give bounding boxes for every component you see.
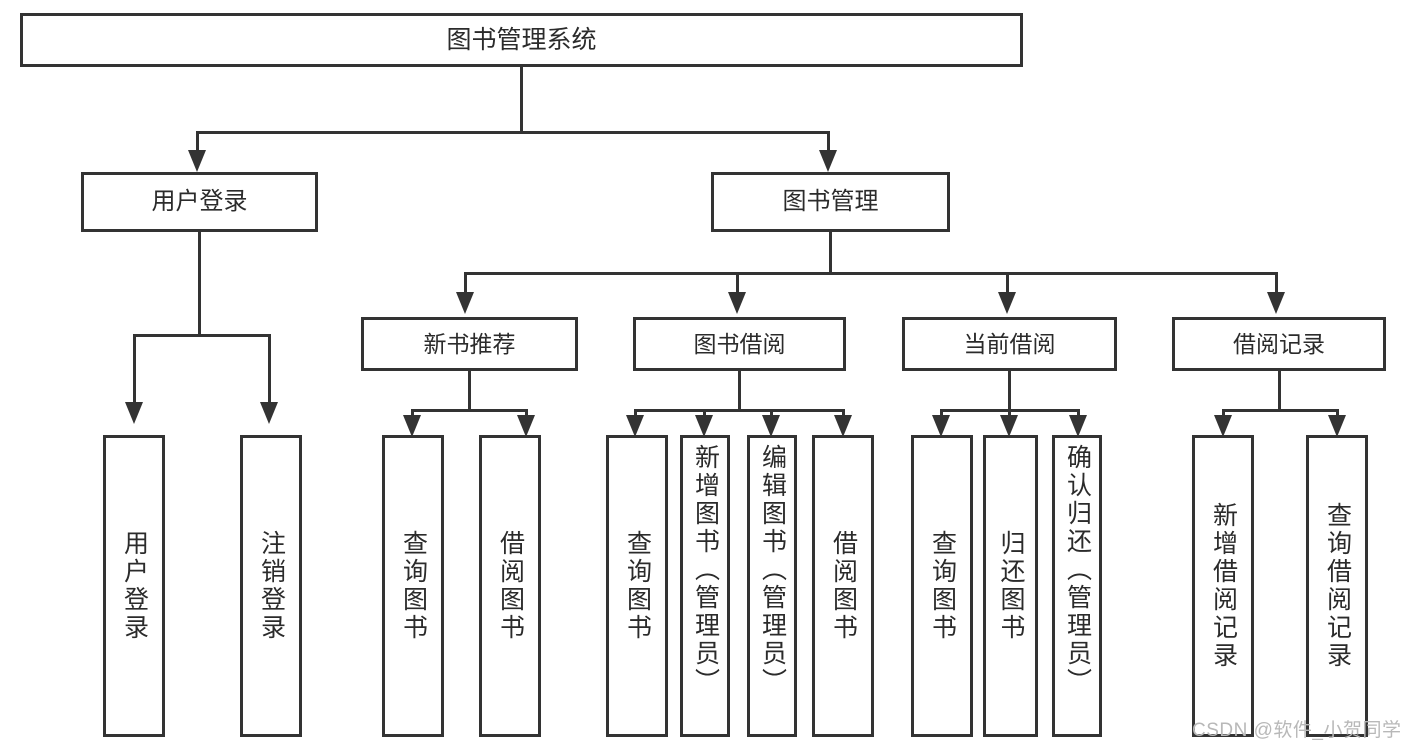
- arrow-to-user-login: [188, 150, 206, 172]
- node-label: 图书管理系统: [446, 25, 597, 54]
- connector-root-leg-left: [196, 131, 199, 154]
- connector-new-book-bar: [411, 409, 528, 412]
- node-label: 归还图书: [997, 530, 1025, 642]
- arrow-to-book-management: [819, 150, 837, 172]
- leaf-add-borrow-record[interactable]: 新增借阅记录: [1192, 435, 1254, 737]
- connector-root-bar: [196, 131, 830, 134]
- node-label: 新增借阅记录: [1209, 502, 1238, 670]
- leaf-query-borrow-record[interactable]: 查询借阅记录: [1306, 435, 1368, 737]
- arrow-to-current-borrow-leaf-1: [932, 415, 950, 437]
- arrow-to-current-borrow-leaf-2: [1000, 415, 1018, 437]
- connector-book-management-bar: [464, 272, 1278, 275]
- connector-user-login-leg-1: [133, 334, 136, 406]
- arrow-to-book-borrow-leaf-2: [695, 415, 713, 437]
- arrow-to-borrow-record: [1267, 292, 1285, 314]
- node-label: 图书借阅: [693, 330, 786, 357]
- arrow-to-new-book-leaf-2: [517, 415, 535, 437]
- connector-user-login-bar: [133, 334, 271, 337]
- connector-root-leg-right: [827, 131, 830, 154]
- leaf-borrow-book[interactable]: 借阅图书: [812, 435, 874, 737]
- leaf-user-login[interactable]: 用户登录: [103, 435, 165, 737]
- connector-book-borrow-trunk: [738, 371, 741, 409]
- arrow-to-book-borrow: [728, 292, 746, 314]
- node-label: 借阅图书: [829, 530, 858, 642]
- node-new-book-recommend[interactable]: 新书推荐: [361, 317, 578, 371]
- leaf-logout[interactable]: 注销登录: [240, 435, 302, 737]
- watermark-text: CSDN @软件_小贺同学: [1192, 720, 1402, 741]
- node-label: 借阅记录: [1233, 330, 1325, 357]
- node-label: 新增图书（管理员）: [691, 444, 720, 696]
- connector-current-borrow-trunk: [1008, 371, 1011, 409]
- arrow-to-book-borrow-leaf-1: [626, 415, 644, 437]
- node-label: 查询图书: [399, 530, 428, 642]
- connector-book-borrow-bar: [634, 409, 845, 412]
- arrow-to-book-borrow-leaf-4: [834, 415, 852, 437]
- node-label: 当前借阅: [963, 330, 1056, 357]
- leaf-borrow-book-new[interactable]: 借阅图书: [479, 435, 541, 737]
- arrow-to-user-login-leaf: [125, 402, 143, 424]
- node-book-management-system[interactable]: 图书管理系统: [20, 13, 1023, 67]
- leaf-confirm-return-admin[interactable]: 确认归还（管理员）: [1052, 435, 1102, 737]
- leaf-edit-book-admin[interactable]: 编辑图书（管理员）: [747, 435, 797, 737]
- arrow-to-current-borrow-leaf-3: [1069, 415, 1087, 437]
- node-label: 图书管理: [782, 188, 879, 215]
- node-book-borrow[interactable]: 图书借阅: [633, 317, 846, 371]
- arrow-to-book-borrow-leaf-3: [762, 415, 780, 437]
- node-label: 借阅图书: [496, 530, 525, 642]
- leaf-query-book-new[interactable]: 查询图书: [382, 435, 444, 737]
- connector-root-trunk: [520, 67, 523, 131]
- node-label: 新书推荐: [423, 330, 516, 357]
- arrow-to-logout-leaf: [260, 402, 278, 424]
- connector-user-login-trunk: [198, 232, 201, 334]
- node-book-management[interactable]: 图书管理: [711, 172, 950, 232]
- connector-borrow-record-trunk: [1278, 371, 1281, 409]
- arrow-to-new-book-recommend: [456, 292, 474, 314]
- arrow-to-borrow-record-leaf-1: [1214, 415, 1232, 437]
- node-label: 编辑图书（管理员）: [758, 444, 787, 696]
- connector-level2-leg-3: [1006, 272, 1009, 294]
- connector-book-management-trunk: [829, 232, 832, 272]
- node-label: 用户登录: [151, 188, 248, 215]
- node-label: 确认归还（管理员）: [1063, 444, 1092, 696]
- leaf-query-book-current[interactable]: 查询图书: [911, 435, 973, 737]
- connector-level2-leg-4: [1275, 272, 1278, 294]
- connector-new-book-trunk: [468, 371, 471, 409]
- node-current-borrow[interactable]: 当前借阅: [902, 317, 1117, 371]
- connector-level2-leg-1: [464, 272, 467, 294]
- connector-user-login-leg-2: [268, 334, 271, 406]
- leaf-return-book[interactable]: 归还图书: [983, 435, 1038, 737]
- connector-borrow-record-bar: [1222, 409, 1339, 412]
- node-borrow-record[interactable]: 借阅记录: [1172, 317, 1386, 371]
- leaf-add-book-admin[interactable]: 新增图书（管理员）: [680, 435, 730, 737]
- leaf-query-book-borrow[interactable]: 查询图书: [606, 435, 668, 737]
- node-label: 查询借阅记录: [1323, 502, 1352, 670]
- node-label: 查询图书: [623, 530, 652, 642]
- arrow-to-borrow-record-leaf-2: [1328, 415, 1346, 437]
- arrow-to-current-borrow: [998, 292, 1016, 314]
- node-label: 查询图书: [928, 530, 957, 642]
- node-user-login[interactable]: 用户登录: [81, 172, 318, 232]
- connector-level2-leg-2: [736, 272, 739, 294]
- node-label: 注销登录: [257, 530, 286, 642]
- arrow-to-new-book-leaf-1: [403, 415, 421, 437]
- node-label: 用户登录: [120, 530, 149, 642]
